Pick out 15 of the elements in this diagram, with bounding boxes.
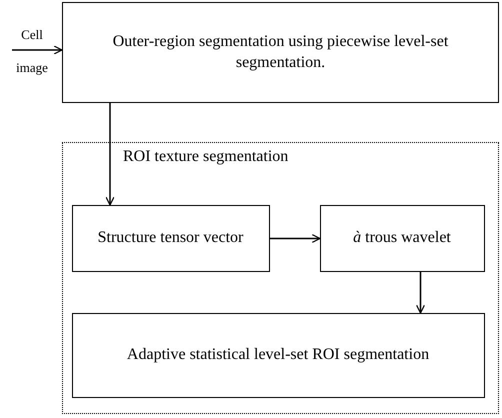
box-text: Outer-region segmentation using piecewise level-set segmentation.: [112, 32, 450, 72]
group-frame: [62, 142, 499, 414]
process-box: [62, 2, 499, 103]
process-box: [72, 204, 270, 272]
input-label: Cell image: [15, 26, 49, 77]
arrow: [416, 272, 426, 314]
box-text: Structure tensor vector: [96, 228, 244, 248]
box-text: à trous wavelet: [352, 228, 452, 248]
arrow: [270, 234, 321, 244]
arrow: [105, 103, 115, 206]
process-box: [320, 204, 484, 272]
arrow: [12, 45, 63, 55]
group-title: ROI texture segmentation: [122, 147, 290, 167]
process-box: [72, 312, 484, 398]
box-text: Adaptive statistical level-set ROI segmentation: [126, 344, 430, 365]
